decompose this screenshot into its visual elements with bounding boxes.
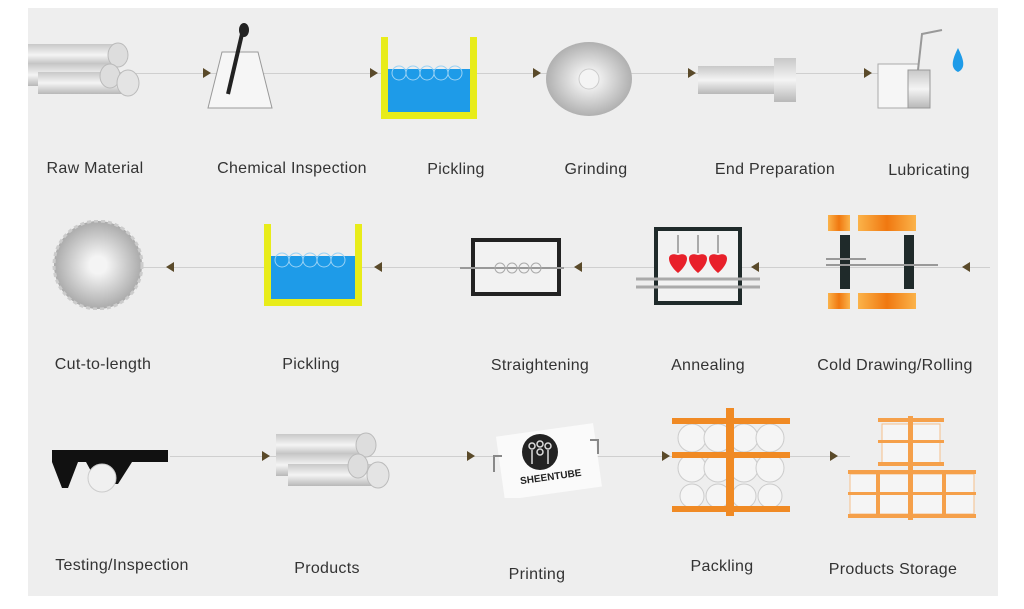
raw-material-pipes-icon bbox=[28, 42, 140, 97]
cold-drawing-rolling-icon bbox=[826, 215, 938, 309]
arrow-left-icon bbox=[166, 262, 174, 272]
arrow-right-icon bbox=[203, 68, 211, 78]
arrow-left-icon bbox=[751, 262, 759, 272]
printing-frame-icon bbox=[493, 423, 602, 498]
products-pipes-icon bbox=[276, 432, 390, 489]
step-label-grinding: Grinding bbox=[564, 161, 628, 178]
step-label-pickling-2: Pickling bbox=[282, 356, 340, 373]
arrow-right-icon bbox=[864, 68, 872, 78]
arrow-left-icon bbox=[574, 262, 582, 272]
step-label-end-preparation: End Preparation bbox=[714, 161, 836, 178]
cut-to-length-saw-blade-icon bbox=[52, 220, 144, 310]
straightening-machine-icon bbox=[460, 238, 564, 296]
arrow-right-icon bbox=[688, 68, 696, 78]
printing-logo-card: SHEENTUBE bbox=[486, 418, 606, 498]
step-label-products: Products bbox=[294, 560, 360, 577]
step-label-lubricating: Lubricating bbox=[888, 162, 970, 179]
arrow-left-icon bbox=[374, 262, 382, 272]
step-label-annealing: Annealing bbox=[671, 357, 745, 374]
step-label-raw-material: Raw Material bbox=[46, 160, 144, 177]
annealing-furnace-icon bbox=[636, 227, 760, 305]
step-label-testing-inspection: Testing/Inspection bbox=[55, 557, 189, 574]
step-label-packling: Packling bbox=[690, 558, 754, 575]
testing-inspection-tool-icon bbox=[52, 450, 168, 493]
lubricating-oil-can-icon bbox=[877, 29, 964, 109]
step-label-cut-to-length: Cut-to-length bbox=[54, 356, 152, 373]
products-storage-rack-icon bbox=[848, 416, 976, 520]
arrow-right-icon bbox=[662, 451, 670, 461]
pickling-tank-icon bbox=[264, 224, 362, 306]
step-label-pickling: Pickling bbox=[427, 161, 485, 178]
arrow-right-icon bbox=[533, 68, 541, 78]
pickling-tank-icon bbox=[381, 37, 477, 119]
end-preparation-pipe-icon bbox=[698, 58, 796, 102]
step-label-chemical-inspection: Chemical Inspection bbox=[217, 160, 367, 177]
arrow-left-icon bbox=[962, 262, 970, 272]
step-label-cold-drawing-rolling: Cold Drawing/Rolling bbox=[817, 357, 973, 374]
arrow-right-icon bbox=[262, 451, 270, 461]
packing-bundle-icon bbox=[672, 408, 790, 516]
step-label-straightening: Straightening bbox=[490, 357, 590, 374]
step-label-products-storage: Products Storage bbox=[828, 561, 958, 578]
step-label-printing: Printing bbox=[508, 566, 566, 583]
arrow-right-icon bbox=[830, 451, 838, 461]
row1-connector bbox=[130, 73, 880, 74]
arrow-right-icon bbox=[467, 451, 475, 461]
arrow-right-icon bbox=[370, 68, 378, 78]
grinding-wheel-icon bbox=[546, 42, 632, 116]
chemical-inspection-flask-icon bbox=[207, 23, 273, 109]
